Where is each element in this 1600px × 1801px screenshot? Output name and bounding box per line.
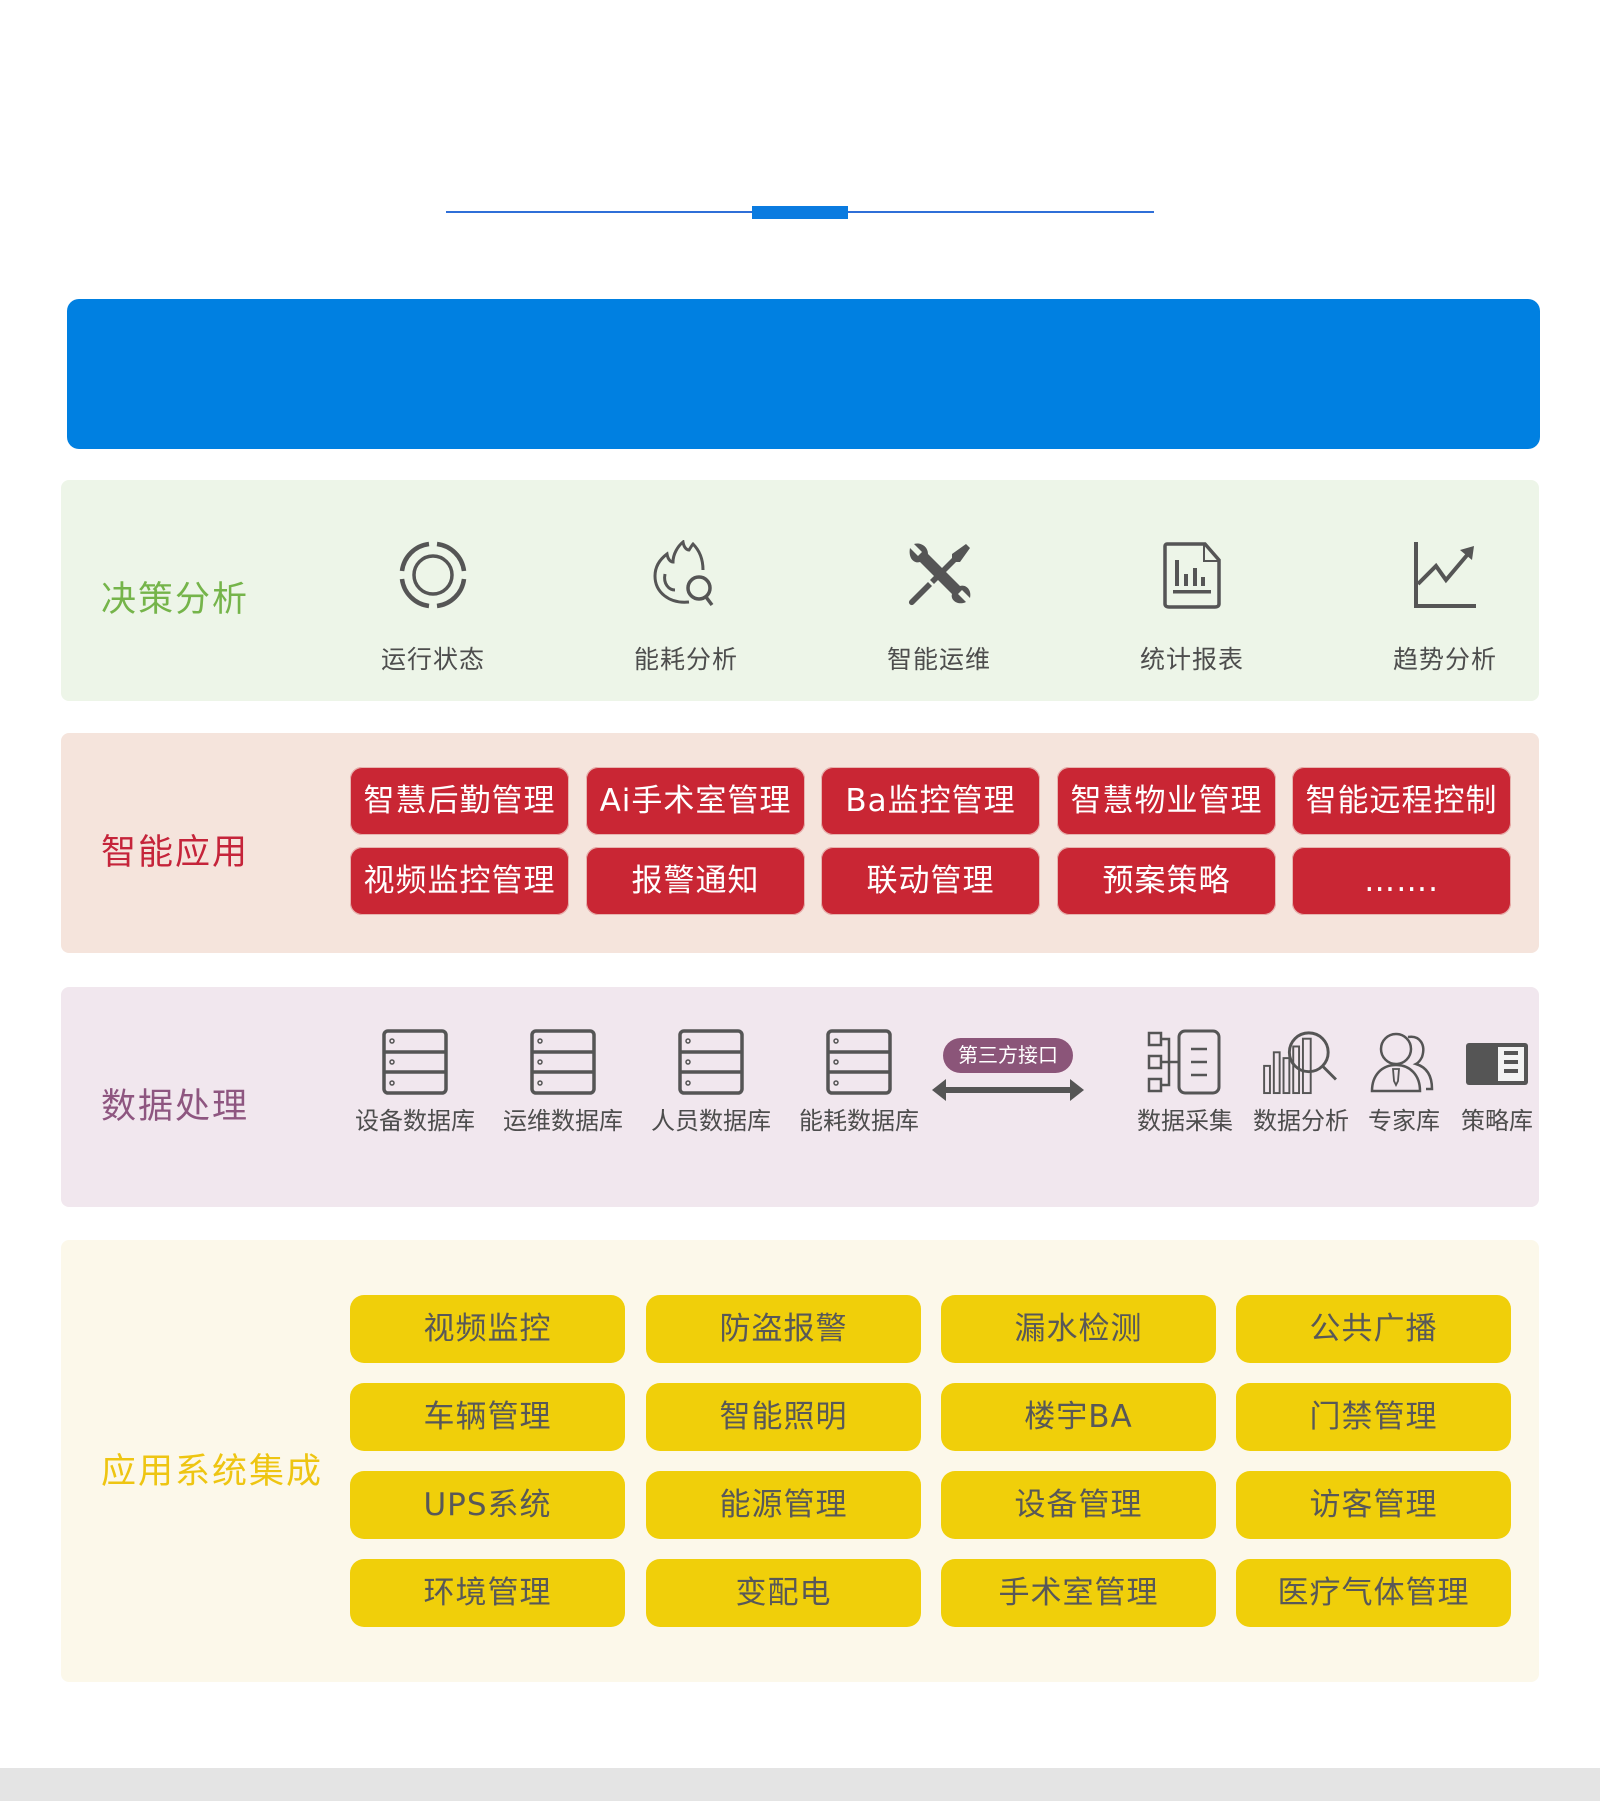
smart-button-more[interactable]: ……. <box>1292 847 1511 915</box>
integration-button-building-ba[interactable]: 楼宇BA <box>941 1383 1216 1451</box>
integration-button-access-control[interactable]: 门禁管理 <box>1236 1383 1511 1451</box>
database-label: 设备数据库 <box>355 1107 475 1135</box>
tool-label: 数据采集 <box>1137 1107 1233 1135</box>
data-collection-icon <box>1147 1029 1221 1095</box>
data-processing-label: 数据处理 <box>101 1087 250 1127</box>
decision-item-label: 趋势分析 <box>1392 645 1497 674</box>
smart-button-logistics[interactable]: 智慧后勤管理 <box>350 767 569 835</box>
smart-button-video-monitoring[interactable]: 视频监控管理 <box>350 847 569 915</box>
decision-item-label: 统计报表 <box>1139 645 1244 674</box>
decision-analysis-label: 决策分析 <box>101 580 250 620</box>
database-personnel[interactable]: 人员数据库 <box>637 1029 785 1136</box>
tool-data-analysis[interactable]: 数据分析 <box>1246 1029 1356 1136</box>
decision-item-label: 能耗分析 <box>633 645 738 674</box>
smart-button-ai-surgery[interactable]: Ai手术室管理 <box>586 767 805 835</box>
system-integration-label: 应用系统集成 <box>101 1452 324 1492</box>
tool-label: 专家库 <box>1368 1107 1440 1135</box>
smart-button-remote-control[interactable]: 智能远程控制 <box>1292 767 1511 835</box>
third-party-interface-badge: 第三方接口 <box>943 1038 1073 1073</box>
integration-button-environment[interactable]: 环境管理 <box>350 1559 625 1627</box>
smart-button-plan-strategy[interactable]: 预案策略 <box>1057 847 1276 915</box>
decision-item-smart-maintenance[interactable]: 智能运维 <box>839 540 1039 676</box>
database-label: 能耗数据库 <box>799 1107 919 1135</box>
database-maintenance[interactable]: 运维数据库 <box>489 1029 637 1136</box>
smart-button-alarm-notice[interactable]: 报警通知 <box>586 847 805 915</box>
smart-button-linkage[interactable]: 联动管理 <box>821 847 1040 915</box>
integration-button-power-distribution[interactable]: 变配电 <box>646 1559 921 1627</box>
title-divider-accent <box>752 206 848 219</box>
wrench-screwdriver-icon <box>908 543 971 606</box>
smart-button-property[interactable]: 智慧物业管理 <box>1057 767 1276 835</box>
database-energy[interactable]: 能耗数据库 <box>785 1029 933 1136</box>
energy-flame-search-icon <box>653 540 714 607</box>
database-icon <box>530 1029 596 1095</box>
integration-button-video-monitoring[interactable]: 视频监控 <box>350 1295 625 1363</box>
status-ring-icon <box>399 541 467 609</box>
decision-item-energy-analysis[interactable]: 能耗分析 <box>586 540 786 676</box>
decision-item-label: 智能运维 <box>886 645 991 674</box>
header-banner <box>67 299 1540 449</box>
integration-button-anti-theft-alarm[interactable]: 防盗报警 <box>646 1295 921 1363</box>
expert-users-icon <box>1370 1032 1434 1093</box>
trend-line-icon <box>1414 542 1476 608</box>
decision-analysis-section: 决策分析 运行状态 能耗分析 智能运维 <box>61 480 1539 701</box>
integration-button-operating-room[interactable]: 手术室管理 <box>941 1559 1216 1627</box>
integration-button-visitor[interactable]: 访客管理 <box>1236 1471 1511 1539</box>
integration-button-vehicle[interactable]: 车辆管理 <box>350 1383 625 1451</box>
database-label: 人员数据库 <box>651 1107 771 1135</box>
integration-button-energy[interactable]: 能源管理 <box>646 1471 921 1539</box>
system-integration-section: 应用系统集成 视频监控 防盗报警 漏水检测 公共广播 车辆管理 智能照明 楼宇B… <box>61 1240 1539 1682</box>
integration-button-leak-detection[interactable]: 漏水检测 <box>941 1295 1216 1363</box>
tool-label: 策略库 <box>1461 1107 1533 1135</box>
decision-item-label: 运行状态 <box>380 645 485 674</box>
data-analysis-icon <box>1263 1031 1337 1095</box>
integration-button-equipment[interactable]: 设备管理 <box>941 1471 1216 1539</box>
integration-button-medical-gas[interactable]: 医疗气体管理 <box>1236 1559 1511 1627</box>
report-chart-icon <box>1163 542 1221 609</box>
bidirectional-arrow-icon <box>932 1079 1084 1101</box>
integration-button-ups[interactable]: UPS系统 <box>350 1471 625 1539</box>
decision-item-trend-analysis[interactable]: 趋势分析 <box>1345 540 1545 676</box>
smart-applications-label: 智能应用 <box>101 833 250 873</box>
tool-label: 数据分析 <box>1253 1107 1349 1135</box>
smart-applications-section: 智能应用 智慧后勤管理 Ai手术室管理 Ba监控管理 智慧物业管理 智能远程控制… <box>61 733 1539 953</box>
footer-bar <box>0 1768 1600 1801</box>
database-label: 运维数据库 <box>503 1107 623 1135</box>
decision-item-statistics-report[interactable]: 统计报表 <box>1092 540 1292 676</box>
database-icon <box>382 1029 448 1095</box>
strategy-book-icon <box>1466 1043 1528 1085</box>
tool-expert-library[interactable]: 专家库 <box>1361 1029 1447 1136</box>
data-processing-section: 数据处理 设备数据库 运维数据库 <box>61 987 1539 1207</box>
smart-button-ba-monitoring[interactable]: Ba监控管理 <box>821 767 1040 835</box>
database-device[interactable]: 设备数据库 <box>341 1029 489 1136</box>
tool-strategy-library[interactable]: 策略库 <box>1452 1029 1542 1136</box>
database-icon <box>826 1029 892 1095</box>
integration-button-public-broadcast[interactable]: 公共广播 <box>1236 1295 1511 1363</box>
decision-item-run-status[interactable]: 运行状态 <box>333 540 533 676</box>
database-icon <box>678 1029 744 1095</box>
tool-data-collection[interactable]: 数据采集 <box>1130 1029 1240 1136</box>
integration-button-smart-lighting[interactable]: 智能照明 <box>646 1383 921 1451</box>
